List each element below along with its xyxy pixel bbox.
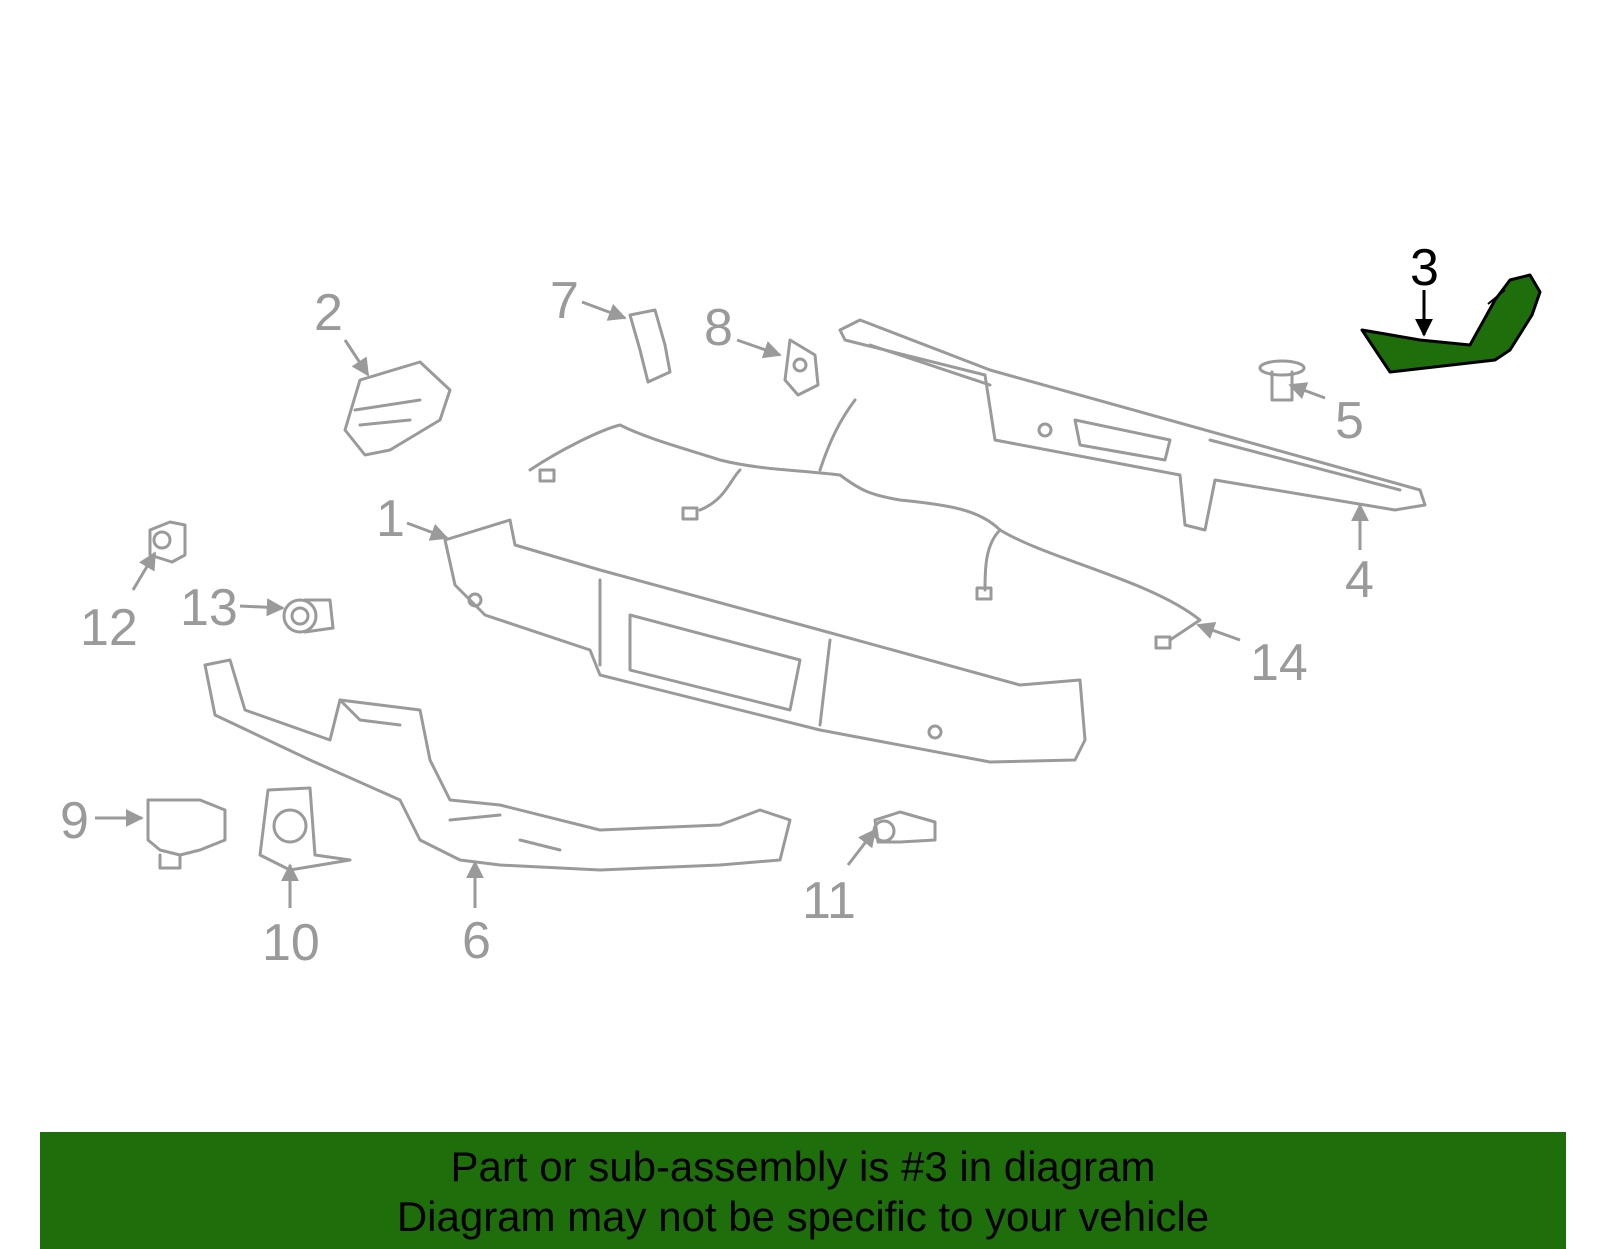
part-7-clip[interactable] [628, 308, 672, 384]
part-5-plug[interactable] [1258, 359, 1306, 402]
part-1-bumper-face-bar[interactable] [443, 518, 1087, 764]
callout-13: 13 [180, 579, 238, 637]
callout-7: 7 [550, 272, 579, 330]
callout-14: 14 [1250, 634, 1308, 692]
callout-5: 5 [1335, 392, 1364, 450]
banner-line-2: Diagram may not be specific to your vehi… [396, 1193, 1210, 1240]
callout-3: 3 [1410, 239, 1439, 297]
callout-labels: 1 2 3 4 5 6 7 8 9 10 11 12 13 14 [60, 239, 1439, 972]
part-4-step-bumper[interactable] [838, 318, 1427, 532]
part-12-retainer[interactable] [148, 520, 187, 564]
leader-lines [95, 290, 1433, 908]
callout-9: 9 [60, 792, 89, 850]
part-3-step-pad[interactable] [1360, 273, 1542, 374]
callout-11: 11 [802, 872, 856, 930]
banner-line-1: Part or sub-assembly is #3 in diagram [450, 1143, 1156, 1190]
info-banner: Part or sub-assembly is #3 in diagram Di… [40, 1132, 1566, 1249]
part-8-sensor[interactable] [783, 338, 820, 397]
part-11-sensor[interactable] [872, 810, 937, 844]
callout-8: 8 [704, 299, 733, 357]
callout-12: 12 [80, 599, 138, 657]
callout-1: 1 [376, 490, 405, 548]
callout-4: 4 [1345, 551, 1374, 609]
part-13-grommet[interactable] [282, 598, 335, 634]
part-14-wiring-harness[interactable] [528, 398, 1202, 650]
part-9-sensor[interactable] [146, 798, 227, 870]
part-2-bracket[interactable] [343, 360, 452, 457]
part-6-mounting-bracket[interactable] [203, 658, 792, 872]
part-10-bracket[interactable] [258, 786, 352, 872]
callout-6: 6 [462, 912, 491, 970]
callout-2: 2 [314, 284, 343, 342]
callout-10: 10 [262, 914, 320, 972]
